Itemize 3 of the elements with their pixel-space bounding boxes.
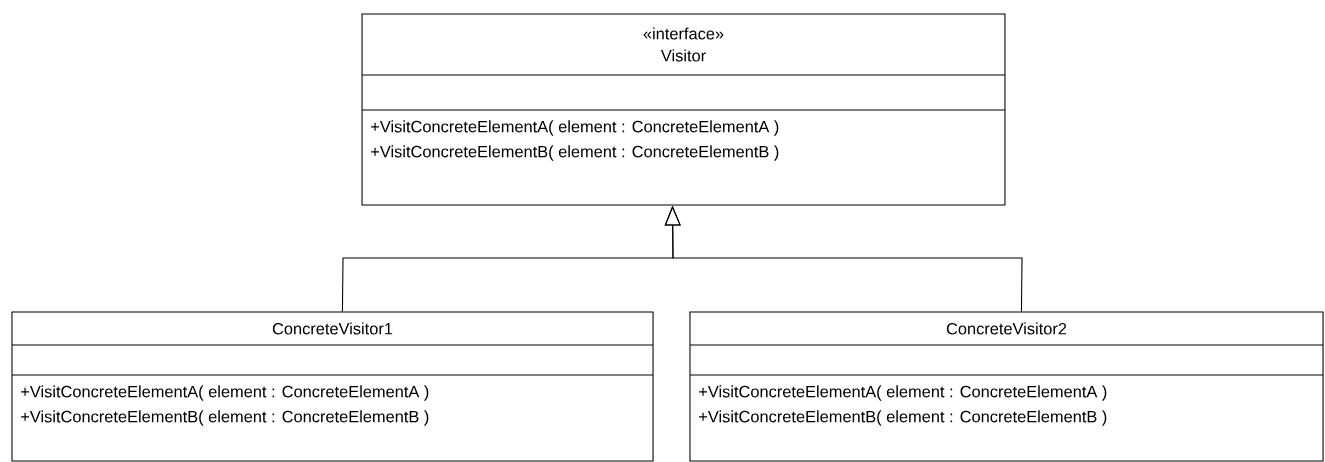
class-box: ConcreteVisitor1 +VisitConcreteElementA( element : ConcreteElementA ) +VisitConcreteElementB( element : ConcreteElementB ) (11, 311, 654, 462)
class-box: «interface» Visitor +VisitConcreteElementA( element : ConcreteElementA ) +VisitConcreteElementB( element : ConcreteElementB ) (361, 13, 1006, 206)
class-box: ConcreteVisitor2 +VisitConcreteElementA( element : ConcreteElementA ) +VisitConcreteElementB( element : ConcreteElementB ) (689, 311, 1324, 462)
